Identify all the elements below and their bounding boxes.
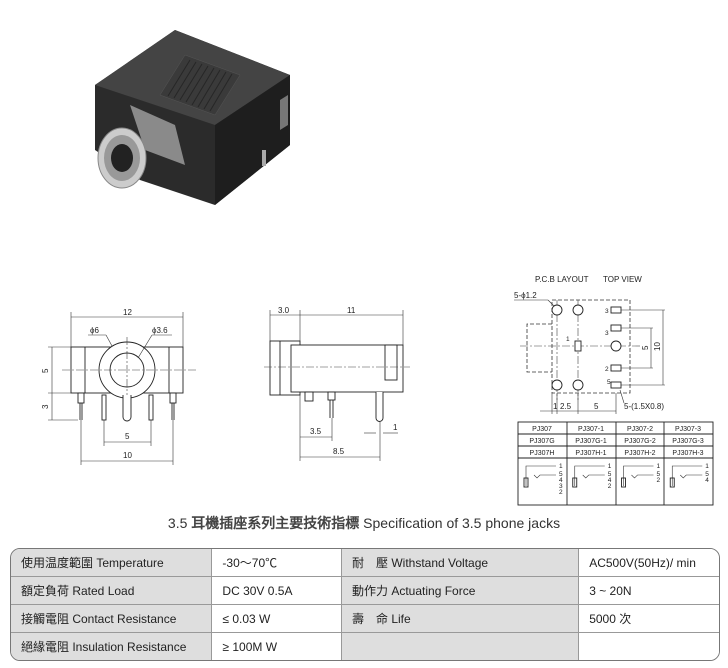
svg-text:TOP VIEW: TOP VIEW [603,275,642,284]
table-row: 絕緣電阻 Insulation Resistance ≥ 100M W [11,633,719,660]
svg-text:5-ϕ1.2: 5-ϕ1.2 [514,291,537,300]
spec-label [342,633,580,660]
svg-text:PJ307H-2: PJ307H-2 [624,450,655,457]
svg-text:3: 3 [605,330,609,337]
pin-number: 1 [705,463,709,470]
svg-text:5: 5 [594,402,599,411]
front-view-drawing: 12 ϕ6 ϕ3.6 5 3 5 10 [41,308,196,465]
pcb-layout-drawing: P.C.B LAYOUT TOP VIEW 5-ϕ1.2 5 10 3 3 1 … [514,275,665,414]
svg-text:PJ307H: PJ307H [530,450,555,457]
svg-text:5: 5 [41,368,50,373]
svg-text:PJ307G-3: PJ307G-3 [672,438,704,445]
schematic-lines [525,465,556,486]
pin-number: 1 [559,463,563,470]
schematic-lines [671,465,703,486]
svg-text:ϕ3.6: ϕ3.6 [152,326,168,335]
pin-number: 1 [608,463,612,470]
table-row: 使用温度範圍 Temperature -30～70℃ 耐 壓 Withstand… [11,549,719,577]
section-title-en: Specification of 3.5 phone jacks [363,515,561,531]
spec-label: 動作力 Actuating Force [342,577,580,605]
svg-text:2: 2 [605,366,609,373]
svg-text:PJ307: PJ307 [532,426,552,433]
pin-number: 4 [559,477,563,484]
spec-label: 壽 命 Life [342,605,580,633]
pin-number: 4 [705,477,709,484]
svg-text:11: 11 [347,306,356,315]
svg-text:10: 10 [123,451,132,460]
svg-text:3.5: 3.5 [310,427,322,436]
spec-value [579,633,719,660]
spec-label: 使用温度範圍 Temperature [11,549,213,577]
jack-contact [669,477,675,488]
svg-text:5-(1.5X0.8): 5-(1.5X0.8) [624,402,664,411]
jack-contact [621,477,626,488]
svg-text:5: 5 [641,345,650,350]
pin-number: 1 [657,463,661,470]
svg-text:PJ307G: PJ307G [529,438,554,445]
spec-label: 絕緣電阻 Insulation Resistance [11,633,213,660]
svg-text:8.5: 8.5 [333,447,345,456]
spec-value: 5000 次 [579,605,719,633]
pin-number: 5 [559,471,563,478]
section-title-cn: 耳機插座系列主要技術指標 [191,515,360,531]
svg-text:PJ307-1: PJ307-1 [578,426,604,433]
spec-value: ≤ 0.03 W [212,605,342,633]
pin-number: 2 [608,483,612,490]
svg-text:PJ307-3: PJ307-3 [675,426,701,433]
svg-text:PJ307H-1: PJ307H-1 [575,450,606,457]
spec-value: DC 30V 0.5A [212,577,342,605]
spec-table: 使用温度範圍 Temperature -30～70℃ 耐 壓 Withstand… [10,548,720,661]
spec-label: 耐 壓 Withstand Voltage [342,549,580,577]
side-view-drawing: 3.0 11 3.5 8.5 1 [264,306,410,461]
svg-text:PJ307G-2: PJ307G-2 [624,438,656,445]
schematic: 152 [621,463,661,488]
model-row: PJ307G PJ307G-1 PJ307G-2 PJ307G-3 [529,438,704,445]
svg-text:PJ307G-1: PJ307G-1 [575,438,607,445]
svg-text:PJ307-2: PJ307-2 [627,426,653,433]
pin-number: 3 [559,483,563,490]
pin-number: 4 [608,477,612,484]
spec-value: 3 ~ 20N [579,577,719,605]
svg-text:1: 1 [393,423,398,432]
svg-text:P.C.B LAYOUT: P.C.B LAYOUT [535,275,589,284]
pin-number: 5 [705,471,709,478]
svg-text:10: 10 [653,342,662,351]
schematic-lines [574,465,605,486]
model-row: PJ307H PJ307H-1 PJ307H-2 PJ307H-3 [530,450,704,457]
jack-contact [523,477,529,488]
svg-text:5: 5 [125,432,130,441]
svg-text:3: 3 [605,308,609,315]
model-row: PJ307 PJ307-1 PJ307-2 PJ307-3 [532,426,701,433]
table-row: 接觸電阻 Contact Resistance ≤ 0.03 W 壽 命 Lif… [11,605,719,633]
svg-text:3: 3 [41,404,50,409]
spec-label: 接觸電阻 Contact Resistance [11,605,213,633]
table-row: 額定負荷 Rated Load DC 30V 0.5A 動作力 Actuatin… [11,577,719,605]
svg-text:PJ307H-3: PJ307H-3 [672,450,703,457]
product-photo [95,30,290,205]
section-number: 3.5 [167,515,188,531]
pin-number: 2 [559,489,563,496]
schematic: 154 [669,463,709,488]
spec-value: -30～70℃ [212,549,342,577]
spec-label: 額定負荷 Rated Load [11,577,213,605]
section-title: 3.5 耳機插座系列主要技術指標 Specification of 3.5 ph… [0,513,728,533]
schematic-lines [623,465,654,486]
pin-number: 5 [657,471,661,478]
spec-value: AC500V(50Hz)/ min [579,549,719,577]
svg-text:2.5: 2.5 [560,402,572,411]
svg-text:ϕ6: ϕ6 [90,326,99,335]
svg-text:5: 5 [607,379,611,386]
spec-value: ≥ 100M W [212,633,342,660]
svg-text:12: 12 [123,308,132,317]
svg-text:3.0: 3.0 [278,306,290,315]
svg-text:1: 1 [566,336,570,343]
svg-text:1: 1 [553,402,558,411]
pin-number: 2 [657,477,661,484]
pin-number: 5 [608,471,612,478]
jack-contact [572,477,578,488]
